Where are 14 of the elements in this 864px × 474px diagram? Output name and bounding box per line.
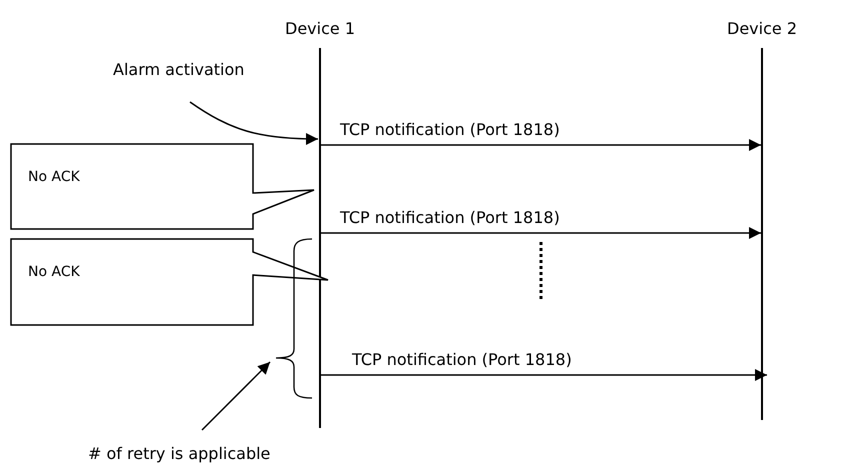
arrow [321,139,761,151]
edge-label: TCP notification (Port 1818) [340,208,560,227]
arrow [321,227,761,239]
annotation-text: # of retry is applicable [88,444,270,463]
edge-label: TCP notification (Port 1818) [340,120,560,139]
annotation-text: Alarm activation [113,60,244,79]
arrow [321,369,767,381]
callout-text: No ACK [28,169,80,185]
device-label: Device 2 [727,19,797,38]
arrow [190,101,318,145]
device-label: Device 1 [285,19,355,38]
edge-label: TCP notification (Port 1818) [352,350,572,369]
leader-line [201,361,271,431]
callout-text: No ACK [28,264,80,280]
